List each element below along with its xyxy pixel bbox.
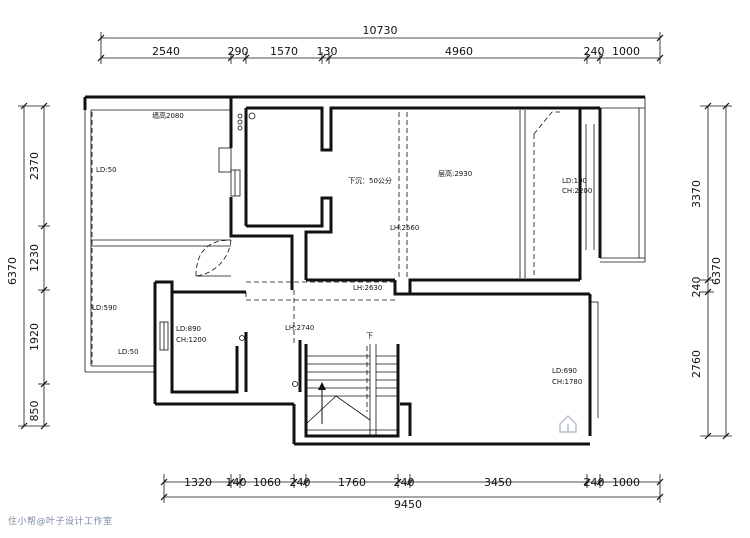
walls	[83, 95, 645, 446]
left-total-dimension: 6370	[6, 257, 19, 285]
bottom-total-dimension: 9450	[394, 498, 422, 511]
lh-label: LH:2630	[353, 284, 382, 292]
bottom-segment-dimension: 1060	[253, 476, 281, 489]
bottom-segment-dimension: 1000	[612, 476, 640, 489]
dashed-lines	[91, 111, 560, 412]
stair-arrow-head	[318, 382, 326, 390]
ch-label: CH:2200	[562, 187, 592, 195]
ch-label: CH:1780	[552, 378, 582, 386]
top-segment-dimension: 2540	[152, 45, 180, 58]
bottom-segment-dimension: 240	[394, 476, 415, 489]
bottom-segment-dimension: 240	[290, 476, 311, 489]
right-dimension-ticks	[704, 102, 730, 440]
ch-label: CH:1200	[176, 336, 206, 344]
right-total-dimension: 6370	[710, 257, 723, 285]
watermark-logo-icon	[559, 414, 577, 433]
top-dimension-ticks	[97, 34, 664, 62]
top-segment-dimension: 4960	[445, 45, 473, 58]
wall-height-label: 墙高2080	[152, 111, 184, 120]
ld-label: LD:690	[552, 367, 577, 375]
top-total-dimension: 10730	[363, 24, 398, 37]
sunken-label: 下沉：50公分	[348, 176, 392, 185]
ld-label: LD:590	[92, 304, 117, 312]
ld-label: LD:890	[176, 325, 201, 333]
ld-label: LD:100	[562, 177, 587, 185]
bottom-segment-dimension: 1320	[184, 476, 212, 489]
right-segment-dimension: 240	[690, 277, 703, 298]
ld-label: LD:50	[118, 348, 139, 356]
bottom-segment-dimension: 1760	[338, 476, 366, 489]
ld-label: LD:50	[96, 166, 117, 174]
lh-label: LH:2740	[285, 324, 314, 332]
left-segment-dimension: 850	[28, 401, 41, 422]
right-segment-dimension: 3370	[690, 180, 703, 208]
watermark-text: 住小帮@叶子设计工作室	[8, 517, 113, 527]
left-segment-dimension: 1230	[28, 244, 41, 272]
bottom-dimension-chain	[163, 474, 661, 503]
left-segment-dimension: 1920	[28, 323, 41, 351]
top-segment-dimension: 130	[317, 45, 338, 58]
top-segment-dimension: 290	[228, 45, 249, 58]
top-segment-dimension: 1000	[612, 45, 640, 58]
left-segment-dimension: 2370	[28, 152, 41, 180]
bottom-segment-dimension: 140	[226, 476, 247, 489]
stair-down-label: 下	[366, 332, 373, 340]
right-dimension-chain	[700, 105, 732, 437]
bottom-segment-dimension: 3450	[484, 476, 512, 489]
bottom-dimension-ticks	[160, 478, 664, 501]
right-segment-dimension: 2760	[690, 350, 703, 378]
bottom-segment-dimension: 240	[584, 476, 605, 489]
left-dimension-ticks	[20, 102, 48, 430]
floor-height-label: 层高:2930	[438, 169, 472, 178]
top-segment-dimension: 240	[584, 45, 605, 58]
lh-label: LH:2560	[390, 224, 419, 232]
top-segment-dimension: 1570	[270, 45, 298, 58]
